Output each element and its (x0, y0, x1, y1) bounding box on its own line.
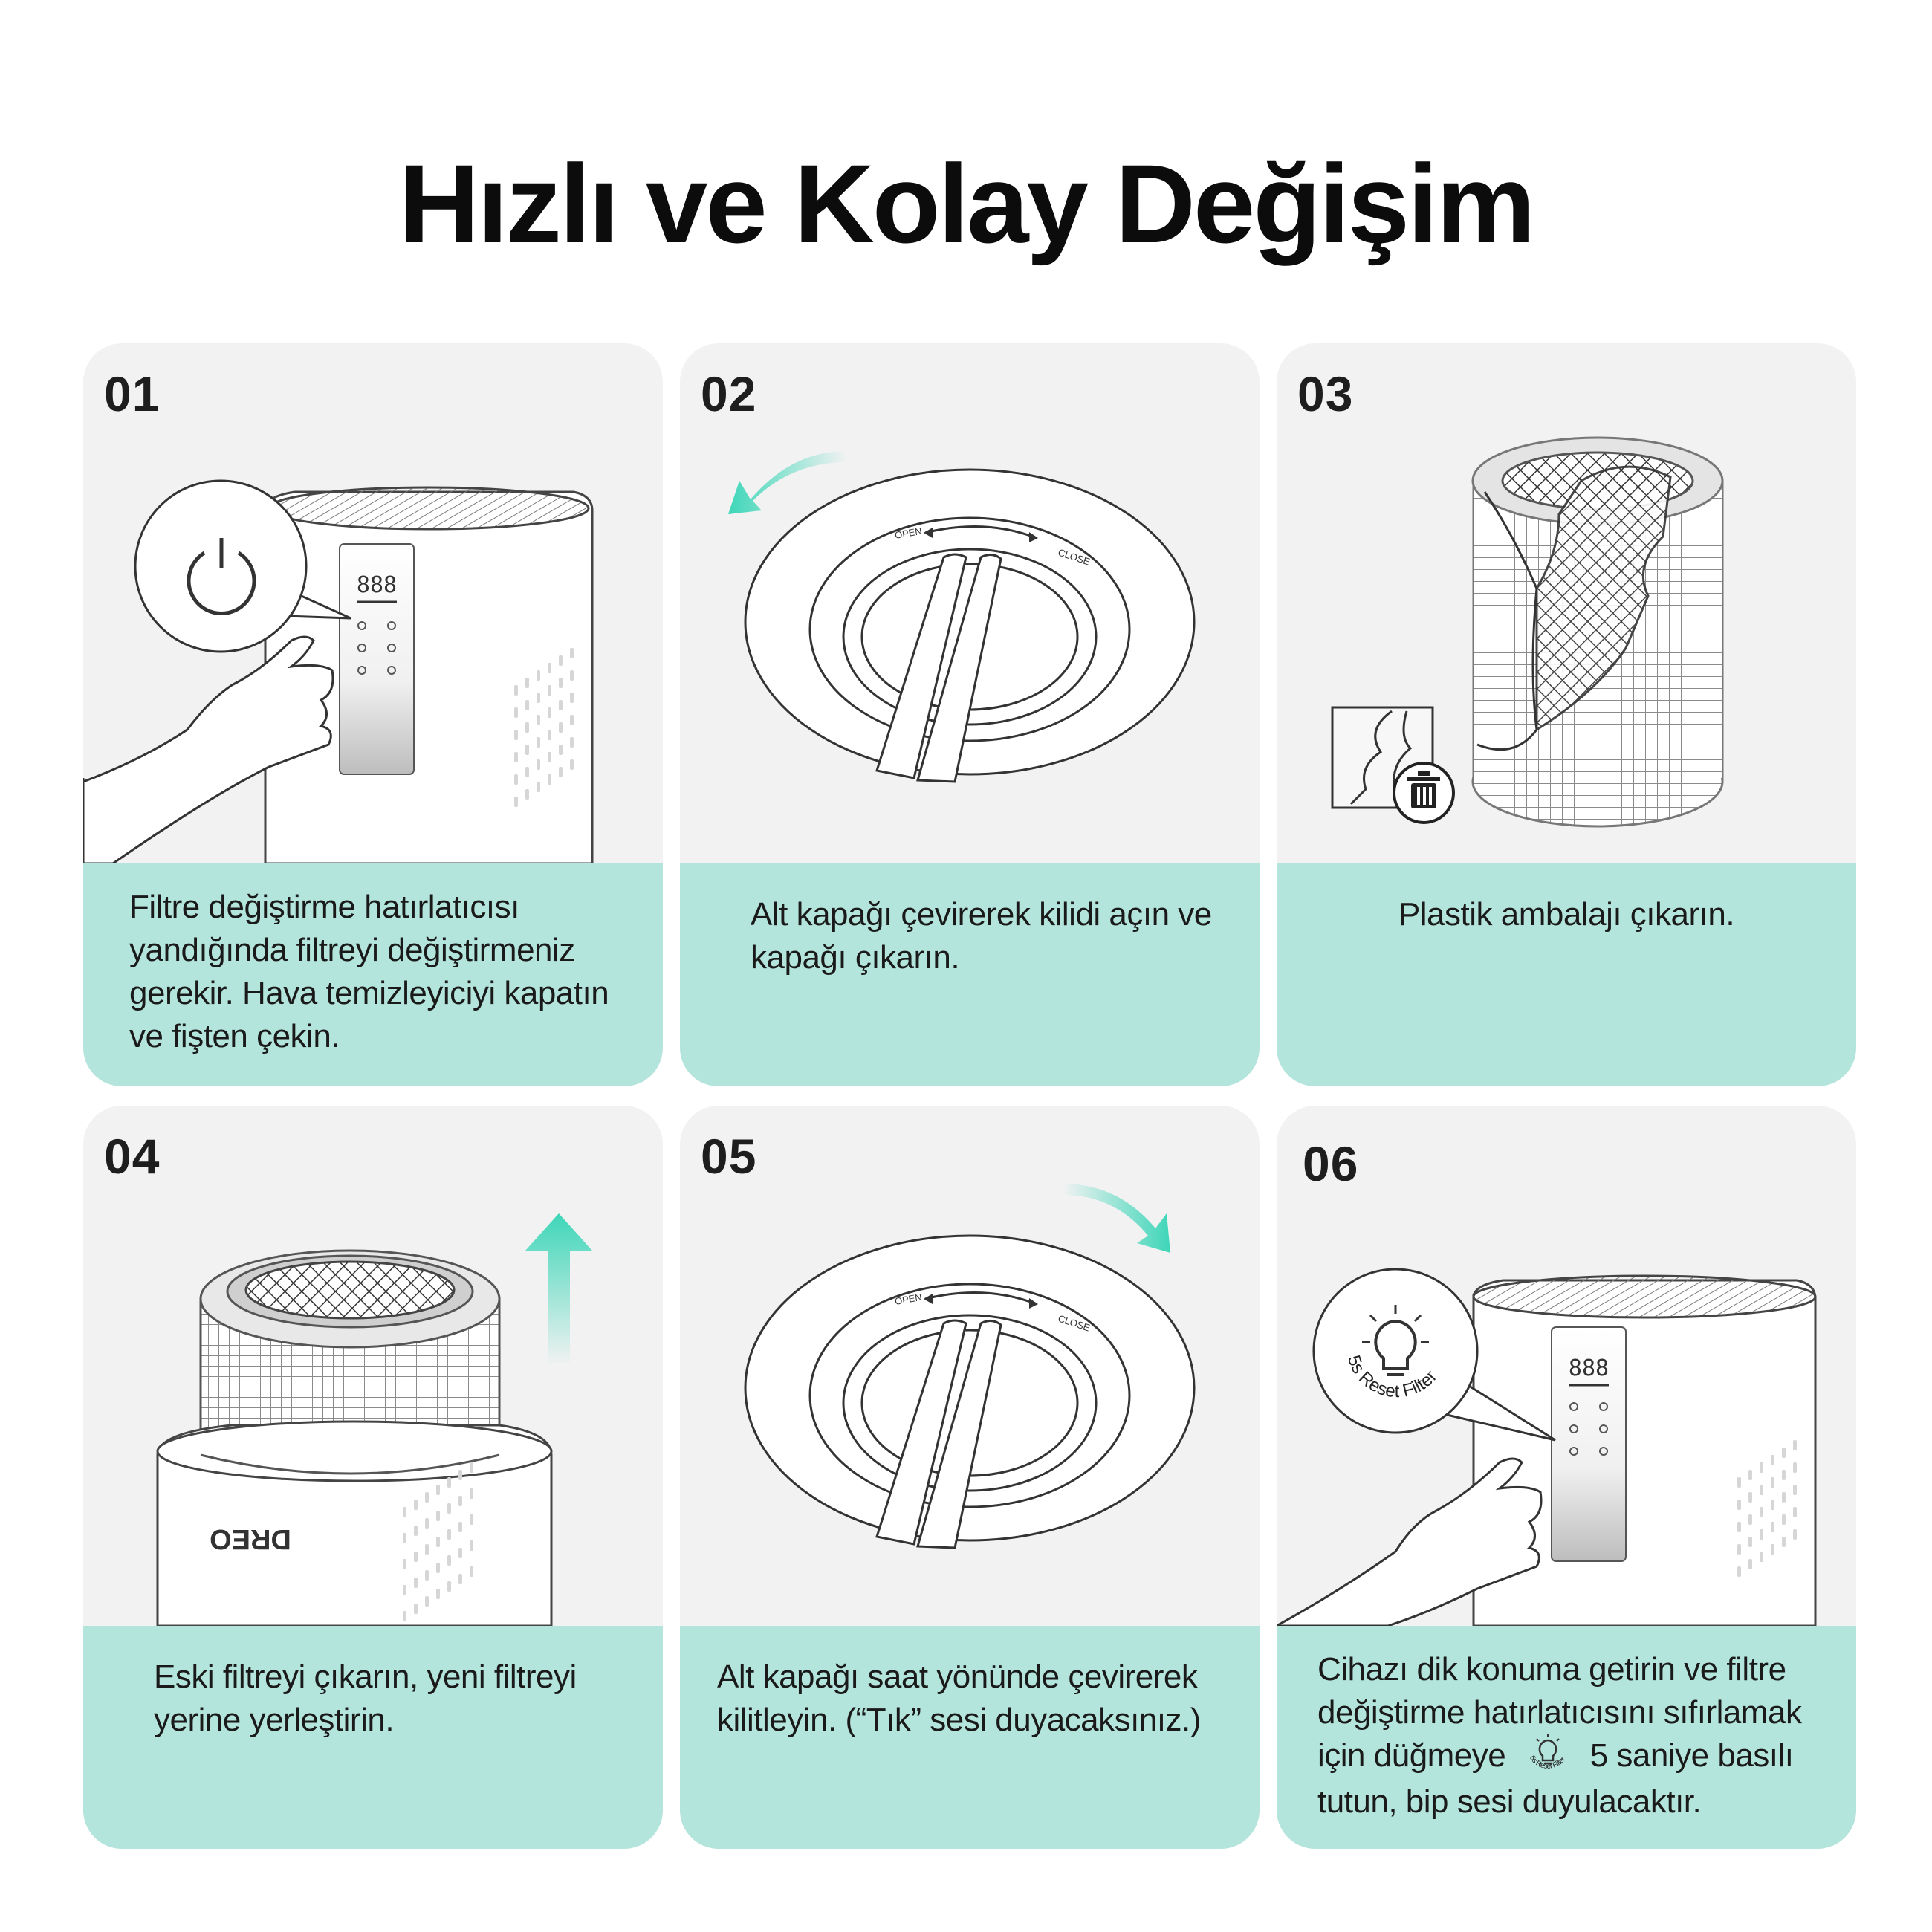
bottom-cover-open-illustration: OPEN CLOSE (728, 451, 1196, 783)
step-caption-before: Cihazı dik konuma getirin ve filtre deği… (1317, 1651, 1802, 1774)
arrow-icon (728, 451, 847, 514)
step-number: 02 (701, 366, 757, 421)
hand-illustration (83, 635, 334, 863)
display-readout: 888 (357, 572, 397, 598)
step-card-4: DREO 04 Eski filtreyi çıkarın, yeni filt… (83, 1106, 663, 1849)
step-caption: Eski filtreyi çıkarın, yeni filtreyi yer… (83, 1626, 663, 1849)
step-number: 03 (1297, 366, 1354, 421)
step-caption: Alt kapağı saat yönünde çevirerek kilitl… (680, 1626, 1260, 1849)
reset-filter-inline-icon: 5s Reset Filter (1528, 1734, 1568, 1771)
reset-filter-illustration: 888 5s Reset Filter (1277, 1268, 1817, 1626)
step-caption: Alt kapağı çevirerek kilidi açın ve kapa… (680, 863, 1260, 1086)
replace-filter-illustration: DREO (156, 1213, 592, 1626)
step-caption: Filtre değiştirme hatırlatıcısı yandığın… (83, 863, 663, 1086)
step-card-5: OPEN CLOSE 05 Alt kapağı saat yönünde çe… (680, 1106, 1260, 1849)
step-card-3: 03 Plastik ambalajı çıkarın. (1277, 343, 1856, 1086)
step-caption: Cihazı dik konuma getirin ve filtre deği… (1277, 1626, 1856, 1849)
step-number: 01 (104, 366, 161, 421)
open-label: OPEN (894, 525, 923, 541)
power-icon (187, 538, 256, 616)
step-caption-after: 5 saniye basılı tutun, bip sesi duyulaca… (1317, 1737, 1794, 1821)
remove-plastic-illustration (1331, 436, 1724, 828)
arrow-icon (525, 1213, 592, 1366)
step-number: 05 (701, 1129, 757, 1184)
open-label: OPEN (894, 1291, 923, 1307)
display-readout: 888 (1569, 1355, 1609, 1381)
step-number: 04 (104, 1129, 161, 1184)
bottom-cover-lock-illustration: OPEN CLOSE (744, 1184, 1196, 1549)
step-card-1: 888 01 Filtre değiştirme hatırlatıcısı y… (83, 343, 663, 1086)
step-caption: Plastik ambalajı çıkarın. (1277, 863, 1856, 1086)
page-title: Hızlı ve Kolay Değişim (398, 141, 1535, 266)
step-card-6: 888 5s Reset Filter 06 Cihazı dik konuma… (1277, 1106, 1856, 1849)
trash-icon (1393, 762, 1455, 824)
purifier-power-illustration: 888 (83, 479, 594, 863)
step-card-2: OPEN CLOSE 02 Alt kapağı çevirerek kilid… (680, 343, 1260, 1086)
hand-illustration (1277, 1457, 1543, 1626)
bulb-icon (1362, 1305, 1429, 1376)
brand-logo: DREO (210, 1523, 291, 1555)
step-number: 06 (1303, 1136, 1359, 1191)
arrow-icon (1063, 1184, 1170, 1253)
